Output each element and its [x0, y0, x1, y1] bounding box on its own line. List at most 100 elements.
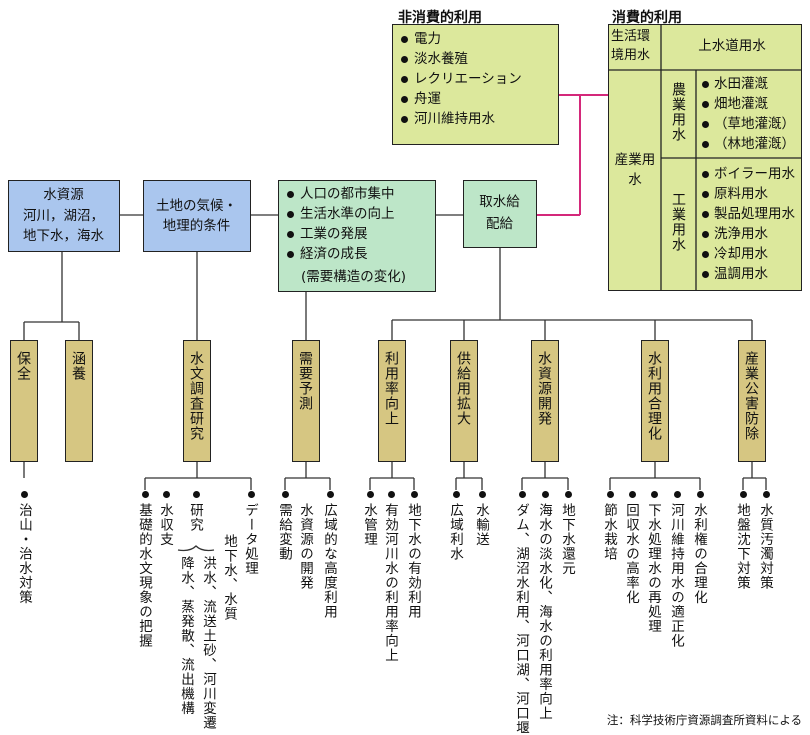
column-box-rationalization: 水利用合理化 [641, 340, 669, 462]
item-text: 降水、蒸発散、流出機構 [178, 556, 194, 716]
item-text: 広域的な高度利用 [321, 503, 337, 619]
list-item: ボイラー用水 [702, 164, 795, 184]
list-item: （草地灌漑） [702, 114, 795, 134]
column-box-hydrology: 水文調査研究 [183, 340, 211, 462]
list-item: 水田灌漑 [702, 74, 795, 94]
list-item: 淡水養殖 [401, 49, 522, 69]
non-consumptive-header: 非消費的利用 [398, 10, 482, 26]
bullet-dot [651, 491, 658, 498]
land-conditions-box: 土地の気候・ 地理的条件 [143, 180, 251, 252]
item-text: 水収支 [157, 503, 173, 547]
item-text: ダム、湖沼水利用、河口湖、河口堰 [513, 503, 529, 735]
bullet-dot [142, 491, 149, 498]
consumptive-header: 消費的利用 [612, 10, 682, 26]
bullet-dot [697, 491, 704, 498]
item-text: 水資源の開発 [297, 503, 313, 590]
non-consumptive-box: 電力 淡水養殖 レクリエーション 舟運 河川維持用水 [392, 24, 559, 145]
bullet-dot [21, 491, 28, 498]
water-resources-title: 水資源 [43, 187, 84, 203]
list-item: 舟運 [401, 89, 522, 109]
bullet-dot [388, 491, 395, 498]
demand-list: 人口の都市集中 生活水準の向上 工業の発展 経済の成長 [287, 184, 395, 264]
list-item: 工業の発展 [287, 224, 395, 244]
item-text: 治山・治水対策 [16, 503, 32, 605]
bullet-dot [453, 491, 460, 498]
bullet-dot [248, 491, 255, 498]
column-box-conservation: 保全 [10, 340, 38, 462]
bullet-dot [163, 491, 170, 498]
item-text: 地盤沈下対策 [734, 503, 750, 590]
item-text: 海水の淡水化、海水の利用率向上 [536, 503, 552, 721]
column-label: 水資源開発 [536, 351, 552, 426]
item-text: 研究 [187, 503, 203, 532]
demand-factors-box: 人口の都市集中 生活水準の向上 工業の発展 経済の成長 (需要構造の変化) [278, 180, 436, 292]
list-item: （林地灌漑） [702, 134, 795, 154]
list-item: 畑地灌漑 [702, 94, 795, 114]
intake-line2: 配給 [486, 216, 513, 232]
bullet-dot [327, 491, 334, 498]
list-item: 人口の都市集中 [287, 184, 395, 204]
column-box-recharge: 涵養 [65, 340, 93, 462]
bullet-dot [629, 491, 636, 498]
item-text: データ処理 [242, 503, 258, 576]
item-text: 需給変動 [276, 503, 292, 561]
column-label: 供給用拡大 [455, 351, 471, 426]
agri-list: 水田灌漑 畑地灌漑 （草地灌漑） （林地灌漑） [702, 74, 795, 154]
source-note: 注：科学技術庁資源調査所資料による [606, 713, 802, 727]
list-item: 生活水準の向上 [287, 204, 395, 224]
item-text: 水質汚濁対策 [757, 503, 773, 590]
column-label: 産業公害防除 [743, 351, 759, 441]
column-box-pollution: 産業公害防除 [738, 340, 766, 462]
column-box-demand-forecast: 需要予測 [292, 340, 320, 462]
item-text: 地下水の有効利用 [405, 503, 421, 619]
water-resources-sub1: 河川，湖沼， [23, 208, 104, 224]
bullet-dot [479, 491, 486, 498]
item-text: 回収水の高率化 [623, 503, 639, 605]
agri-label: 農業用水 [670, 82, 686, 142]
item-text: 有効河川水の利用率向上 [382, 503, 398, 663]
item-text: 下水処理水の再処理 [645, 503, 661, 634]
water-resources-box: 水資源 河川，湖沼， 地下水，海水 [8, 180, 120, 252]
column-label: 涵養 [70, 351, 86, 381]
factory-label: 工業用水 [670, 192, 686, 252]
column-label: 水文調査研究 [188, 351, 204, 441]
column-label: 利用率向上 [383, 351, 399, 426]
column-box-utilization: 利用率向上 [378, 340, 406, 462]
bullet-dot [193, 491, 200, 498]
bullet-dot [674, 491, 681, 498]
demand-note: (需要構造の変化) [301, 269, 407, 285]
list-item: 原料用水 [702, 184, 795, 204]
bullet-dot [282, 491, 289, 498]
item-text: 節水栽培 [601, 503, 617, 561]
item-text: 地下水還元 [559, 503, 575, 576]
bullet-dot [411, 491, 418, 498]
list-item: 製品処理用水 [702, 204, 795, 224]
column-label: 需要予測 [297, 351, 313, 411]
bullet-dot [607, 491, 614, 498]
bullet-dot [763, 491, 770, 498]
item-text: 地下水、水質 [221, 534, 237, 621]
list-item: 経済の成長 [287, 244, 395, 264]
column-label: 水利用合理化 [646, 351, 662, 441]
env-water-label: 生活環境用水 [611, 29, 651, 63]
list-item: 洗浄用水 [702, 224, 795, 244]
column-box-supply: 供給用拡大 [450, 340, 478, 462]
column-label: 保全 [15, 351, 31, 381]
land-line2: 地理的条件 [162, 218, 231, 234]
bullet-dot [542, 491, 549, 498]
intake-line1: 取水給 [479, 194, 520, 210]
land-line1: 土地の気候・ [156, 198, 237, 214]
water-resources-sub2: 地下水，海水 [23, 228, 104, 244]
bullet-dot [367, 491, 374, 498]
intake-box: 取水給 配給 [463, 180, 537, 248]
item-text: 水利権の合理化 [691, 503, 707, 605]
item-text: 広域利水 [447, 503, 463, 561]
list-item: 電力 [401, 29, 522, 49]
bullet-dot [519, 491, 526, 498]
bullet-dot [565, 491, 572, 498]
item-text: 水輸送 [473, 503, 489, 547]
column-box-development: 水資源開発 [531, 340, 559, 462]
non-consumptive-list: 電力 淡水養殖 レクリエーション 舟運 河川維持用水 [401, 29, 522, 129]
industrial-use-label: 産業用水 [614, 152, 656, 188]
